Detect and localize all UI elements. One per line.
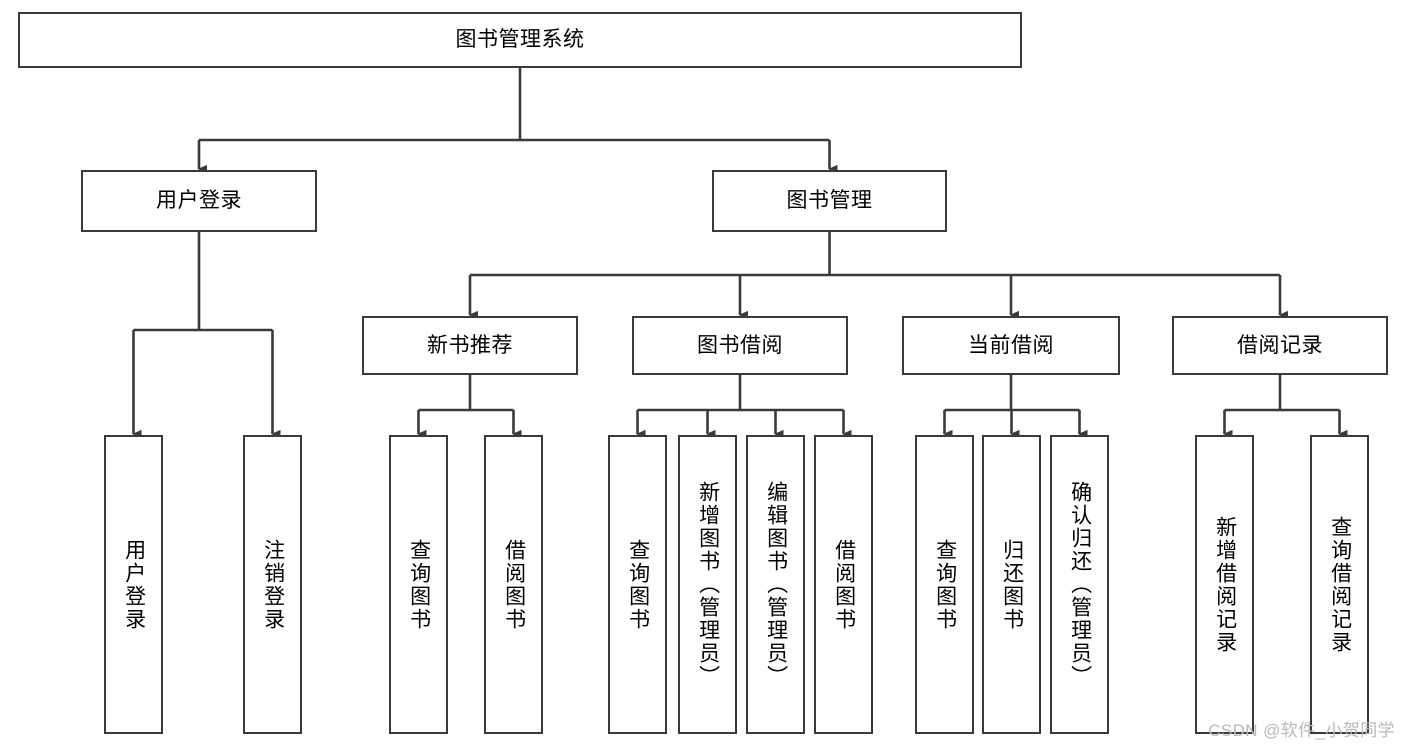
node-label: 图书管理系统 xyxy=(455,28,585,52)
node-label: 当前借阅 xyxy=(968,333,1054,357)
node-leaf-bb-edit[interactable]: 编辑图书（管理员） xyxy=(746,435,805,734)
node-label: 借阅图书 xyxy=(502,538,526,631)
node-label: 图书管理 xyxy=(786,189,873,213)
node-label: 用户登录 xyxy=(156,189,242,213)
node-label: 查询图书 xyxy=(933,538,957,631)
node-leaf-cb-query[interactable]: 查询图书 xyxy=(915,435,974,734)
node-label: 归还图书 xyxy=(1000,538,1024,631)
node-label: 新增借阅记录 xyxy=(1213,515,1237,654)
node-label: 新书推荐 xyxy=(427,333,513,357)
node-leaf-bb-add[interactable]: 新增图书（管理员） xyxy=(678,435,737,734)
node-root[interactable]: 图书管理系统 xyxy=(18,12,1022,68)
node-user-login[interactable]: 用户登录 xyxy=(81,170,317,232)
node-leaf-rec-query[interactable]: 查询图书 xyxy=(389,435,448,734)
node-label: 新增图书（管理员） xyxy=(696,481,720,688)
node-new-book-rec[interactable]: 新书推荐 xyxy=(362,316,578,375)
node-leaf-bb-borrow[interactable]: 借阅图书 xyxy=(814,435,873,734)
node-label: 查询图书 xyxy=(407,538,431,631)
node-leaf-bb-query[interactable]: 查询图书 xyxy=(608,435,667,734)
node-label: 确认归还（管理员） xyxy=(1068,481,1092,688)
node-label: 借阅图书 xyxy=(832,538,856,631)
node-label: 查询借阅记录 xyxy=(1328,515,1352,654)
node-borrow-log[interactable]: 借阅记录 xyxy=(1172,316,1388,375)
node-label: 用户登录 xyxy=(122,538,146,631)
node-label: 借阅记录 xyxy=(1237,333,1323,357)
node-leaf-cb-confirm[interactable]: 确认归还（管理员） xyxy=(1050,435,1109,734)
node-label: 注销登录 xyxy=(261,538,285,631)
node-leaf-user-logout[interactable]: 注销登录 xyxy=(243,435,302,734)
node-book-borrow[interactable]: 图书借阅 xyxy=(632,316,848,375)
node-book-manage[interactable]: 图书管理 xyxy=(712,170,947,232)
node-leaf-log-add[interactable]: 新增借阅记录 xyxy=(1195,435,1254,734)
node-cur-borrow[interactable]: 当前借阅 xyxy=(902,316,1120,375)
node-label: 查询图书 xyxy=(626,538,650,631)
node-leaf-log-query[interactable]: 查询借阅记录 xyxy=(1310,435,1369,734)
node-leaf-rec-borrow[interactable]: 借阅图书 xyxy=(484,435,543,734)
node-label: 编辑图书（管理员） xyxy=(764,481,788,688)
node-label: 图书借阅 xyxy=(697,333,783,357)
node-leaf-cb-return[interactable]: 归还图书 xyxy=(982,435,1041,734)
node-leaf-user-login[interactable]: 用户登录 xyxy=(104,435,163,734)
